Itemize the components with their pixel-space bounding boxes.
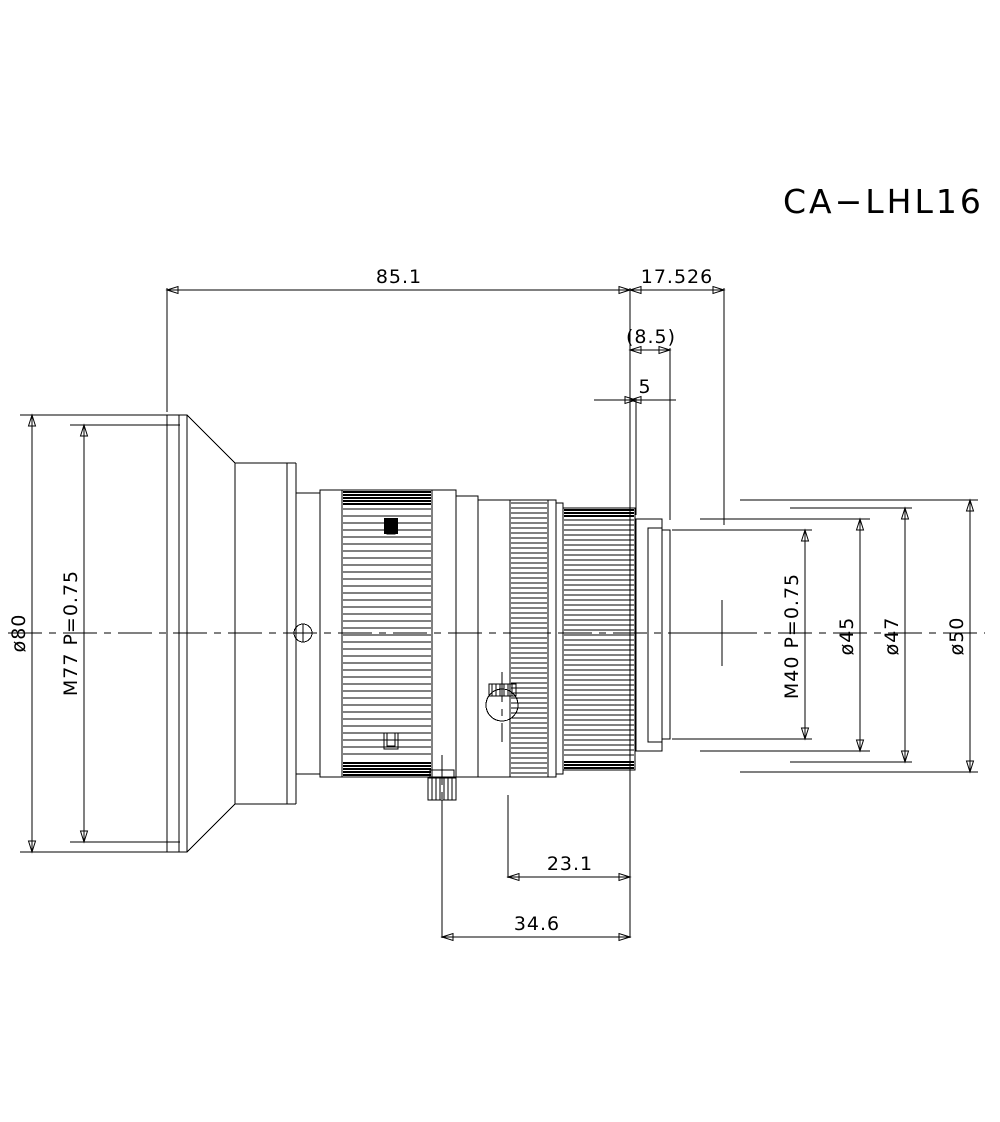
dim-thread-m40: M40 P=0.75 [781, 529, 809, 740]
dim-label-8-5: (8.5) [626, 326, 676, 348]
dim-label-dia-47: ø47 [881, 617, 903, 656]
dim-17-526: 17.526 [629, 266, 725, 294]
dim-label-thread-m40: M40 P=0.75 [781, 573, 803, 699]
dim-label-5: 5 [638, 376, 651, 398]
dim-label-dia-45: ø45 [836, 617, 858, 656]
dim-dia-47: ø47 [881, 507, 909, 763]
dim-23-1: 23.1 [507, 853, 631, 881]
dim-label-thread-m77: M77 P=0.75 [60, 570, 82, 696]
dim-label-85-1: 85.1 [376, 266, 422, 288]
dim-thread-m77: M77 P=0.75 [60, 424, 88, 843]
ring-divider [547, 499, 564, 778]
knurled-focus-ring [341, 489, 433, 778]
dim-8-5: (8.5) [626, 326, 676, 354]
dim-label-34-6: 34.6 [514, 913, 560, 935]
dim-label-dia-80: ø80 [8, 614, 30, 653]
dim-dia-50: ø50 [946, 499, 974, 773]
dim-label-23-1: 23.1 [547, 853, 593, 875]
side-lock-knob [485, 672, 519, 742]
front-barrel-step [635, 518, 671, 752]
dim-34-6: 34.6 [441, 913, 631, 941]
extension-lines [20, 288, 978, 938]
phillips-lock-screw [293, 623, 313, 643]
dim-dia-80: ø80 [8, 414, 36, 853]
dim-dia-45: ø45 [836, 518, 864, 752]
dim-5: 5 [594, 376, 676, 404]
dim-label-dia-50: ø50 [946, 617, 968, 656]
knurled-aperture-ring-2 [562, 507, 636, 771]
knurled-aperture-ring [509, 499, 549, 778]
drawing-title: CA−LHL16 [783, 182, 984, 221]
lens-outline [166, 414, 755, 930]
dim-label-17-526: 17.526 [641, 266, 713, 288]
front-center-cross [690, 600, 755, 666]
dim-85-1: 85.1 [166, 266, 631, 294]
